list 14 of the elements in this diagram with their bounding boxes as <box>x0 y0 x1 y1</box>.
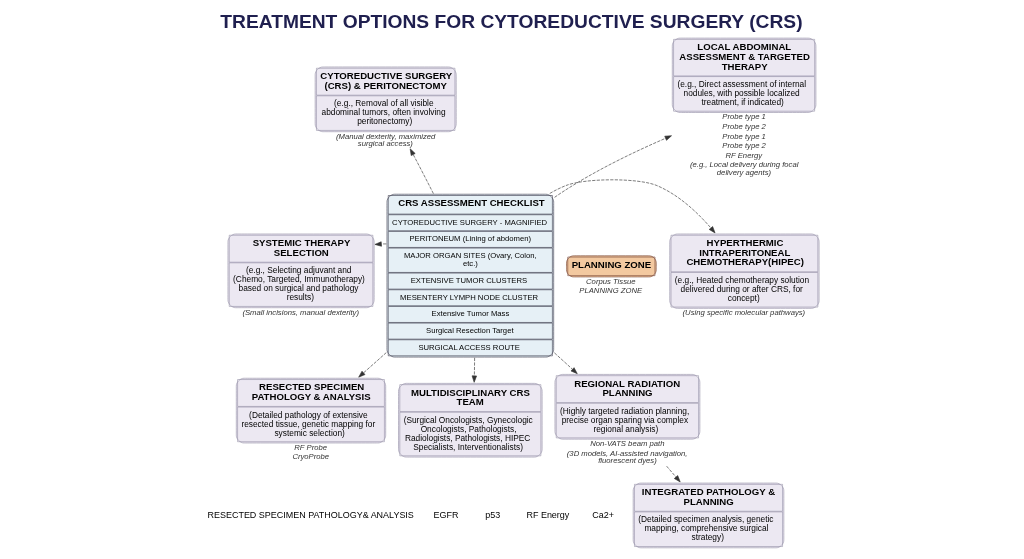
arrow <box>549 179 716 234</box>
label: EGFR <box>433 509 459 520</box>
arrow <box>409 148 434 194</box>
diagram-title: TREATMENT OPTIONS FOR CYTOREDUCTIVE SURGERY (CRS) <box>220 11 803 33</box>
arrow <box>554 135 672 198</box>
arrow <box>471 357 477 383</box>
arrow <box>374 241 387 247</box>
arrow <box>358 352 387 378</box>
arrow <box>666 465 681 483</box>
label: Ca2+ <box>592 509 614 520</box>
label: p53 <box>485 509 501 520</box>
label: RESECTED SPECIMEN PATHOLOGY& ANALYSIS <box>207 509 414 520</box>
arrow <box>554 352 578 374</box>
label: RF Energy <box>526 509 570 520</box>
